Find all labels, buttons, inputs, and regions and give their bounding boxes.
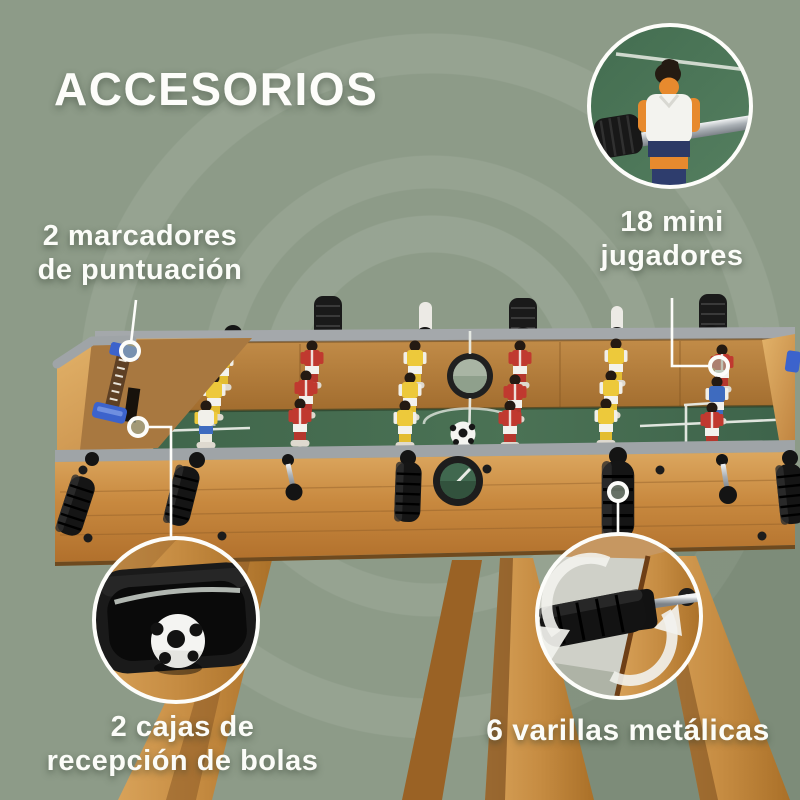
page-title: ACCESORIOS — [54, 63, 379, 115]
label-score-markers: 2 marcadores de puntuación — [0, 220, 280, 288]
callout-circle-ball-box — [92, 536, 260, 704]
back-wall-hole — [447, 353, 493, 399]
label-line: recepción de bolas — [46, 744, 319, 777]
callout-dot-scoreboard — [119, 340, 141, 362]
callout-dot-boxes — [127, 416, 149, 438]
label-line: de puntuación — [37, 253, 243, 286]
mini-player-figure — [638, 59, 700, 186]
label-line: 2 cajas de — [110, 711, 255, 743]
front-wall-hole — [433, 456, 483, 506]
left-end-wall — [52, 335, 252, 452]
right-end-wall — [762, 334, 800, 446]
rod-handles — [53, 447, 800, 541]
label-line: 18 mini — [620, 206, 724, 238]
callout-dot-players — [708, 355, 730, 377]
callout-circle-metal-rod — [535, 532, 703, 700]
leader-lines — [129, 298, 709, 540]
label-line: 2 marcadores — [42, 220, 238, 252]
label-line: jugadores — [600, 239, 744, 272]
label-ball-boxes: 2 cajas de recepción de bolas — [10, 711, 355, 779]
callout-dot-rods — [607, 481, 629, 503]
callout-circle-mini-player — [587, 23, 753, 189]
label-line: 6 varillas metálicas — [486, 714, 770, 747]
rotation-arrowheads — [538, 604, 682, 662]
foosball-table — [52, 294, 800, 566]
label-metal-rods: 6 varillas metálicas — [445, 713, 800, 748]
label-mini-players: 18 mini jugadores — [552, 206, 792, 274]
front-rail — [55, 440, 795, 462]
callout-dots — [119, 340, 730, 503]
screws — [78, 464, 767, 543]
